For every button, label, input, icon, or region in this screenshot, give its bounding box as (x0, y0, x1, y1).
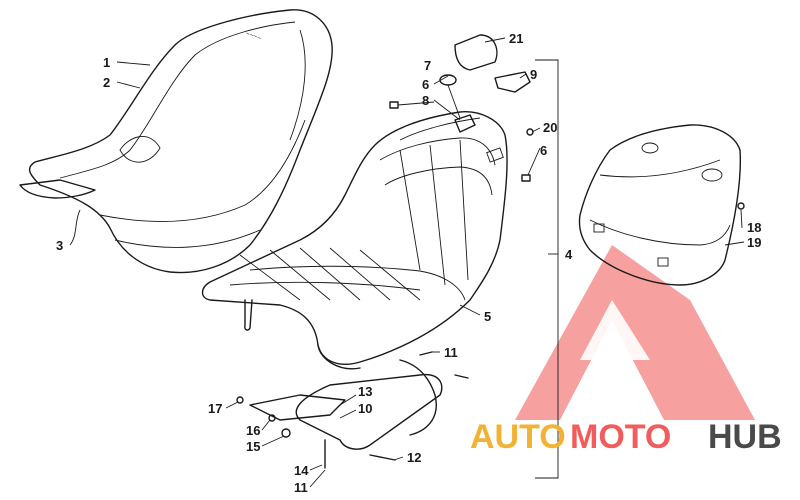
bolt-12 (369, 454, 396, 461)
lower-bracket (236, 351, 469, 469)
callout-13: 13 (358, 384, 372, 399)
leader-lines (69, 37, 745, 488)
callout-9: 9 (530, 67, 537, 82)
callout-10: 10 (358, 401, 372, 416)
screw-11a (419, 351, 433, 356)
washer-15 (281, 428, 291, 438)
screw-11b (454, 374, 469, 379)
watermark-auto: AUTO (470, 418, 566, 456)
callout-3: 3 (56, 238, 63, 253)
watermark-triangle-inner (580, 300, 650, 360)
watermark-text: AUTO MOTO HUB (470, 418, 782, 456)
callout-20: 20 (543, 120, 557, 135)
clip-6b (521, 174, 531, 182)
callout-16: 16 (246, 423, 260, 438)
screw-17 (236, 396, 244, 404)
seat-logo: ~~~~ (244, 30, 262, 42)
callout-15: 15 (246, 439, 260, 454)
callout-14: 14 (294, 463, 309, 478)
watermark-hub: HUB (708, 418, 782, 456)
callout-numbers: 1 2 3 4 5 6 6 7 8 9 10 11 11 12 13 14 15… (56, 31, 761, 495)
callout-8: 8 (422, 93, 429, 108)
seat-base (201, 111, 508, 370)
callout-19: 19 (747, 235, 761, 250)
cover-21 (454, 34, 498, 71)
watermark-moto: MOTO (570, 418, 671, 456)
callout-6b: 6 (540, 143, 547, 158)
latch-8 (454, 114, 476, 133)
callout-21: 21 (509, 31, 523, 46)
callout-4: 4 (565, 247, 573, 262)
storage-tray (578, 124, 745, 286)
callout-12: 12 (407, 450, 421, 465)
part-4-bracket-line (535, 59, 559, 479)
callout-7: 7 (424, 58, 431, 73)
callout-6a: 6 (422, 77, 429, 92)
callout-17: 17 (208, 401, 222, 416)
callout-11a: 11 (444, 345, 458, 360)
callout-2: 2 (103, 75, 110, 90)
callout-18: 18 (747, 220, 761, 235)
latch-parts (389, 34, 534, 182)
watermark-logo (515, 245, 755, 420)
seat-cushion: ~~~~ (19, 9, 333, 274)
clip-6a (389, 101, 399, 109)
screw-18 (737, 202, 745, 210)
callout-1: 1 (103, 55, 110, 70)
bracket-9 (494, 71, 531, 93)
callout-11b: 11 (294, 480, 308, 495)
nut-16 (268, 414, 276, 422)
watermark-triangle (515, 245, 755, 420)
callout-5: 5 (484, 309, 491, 324)
